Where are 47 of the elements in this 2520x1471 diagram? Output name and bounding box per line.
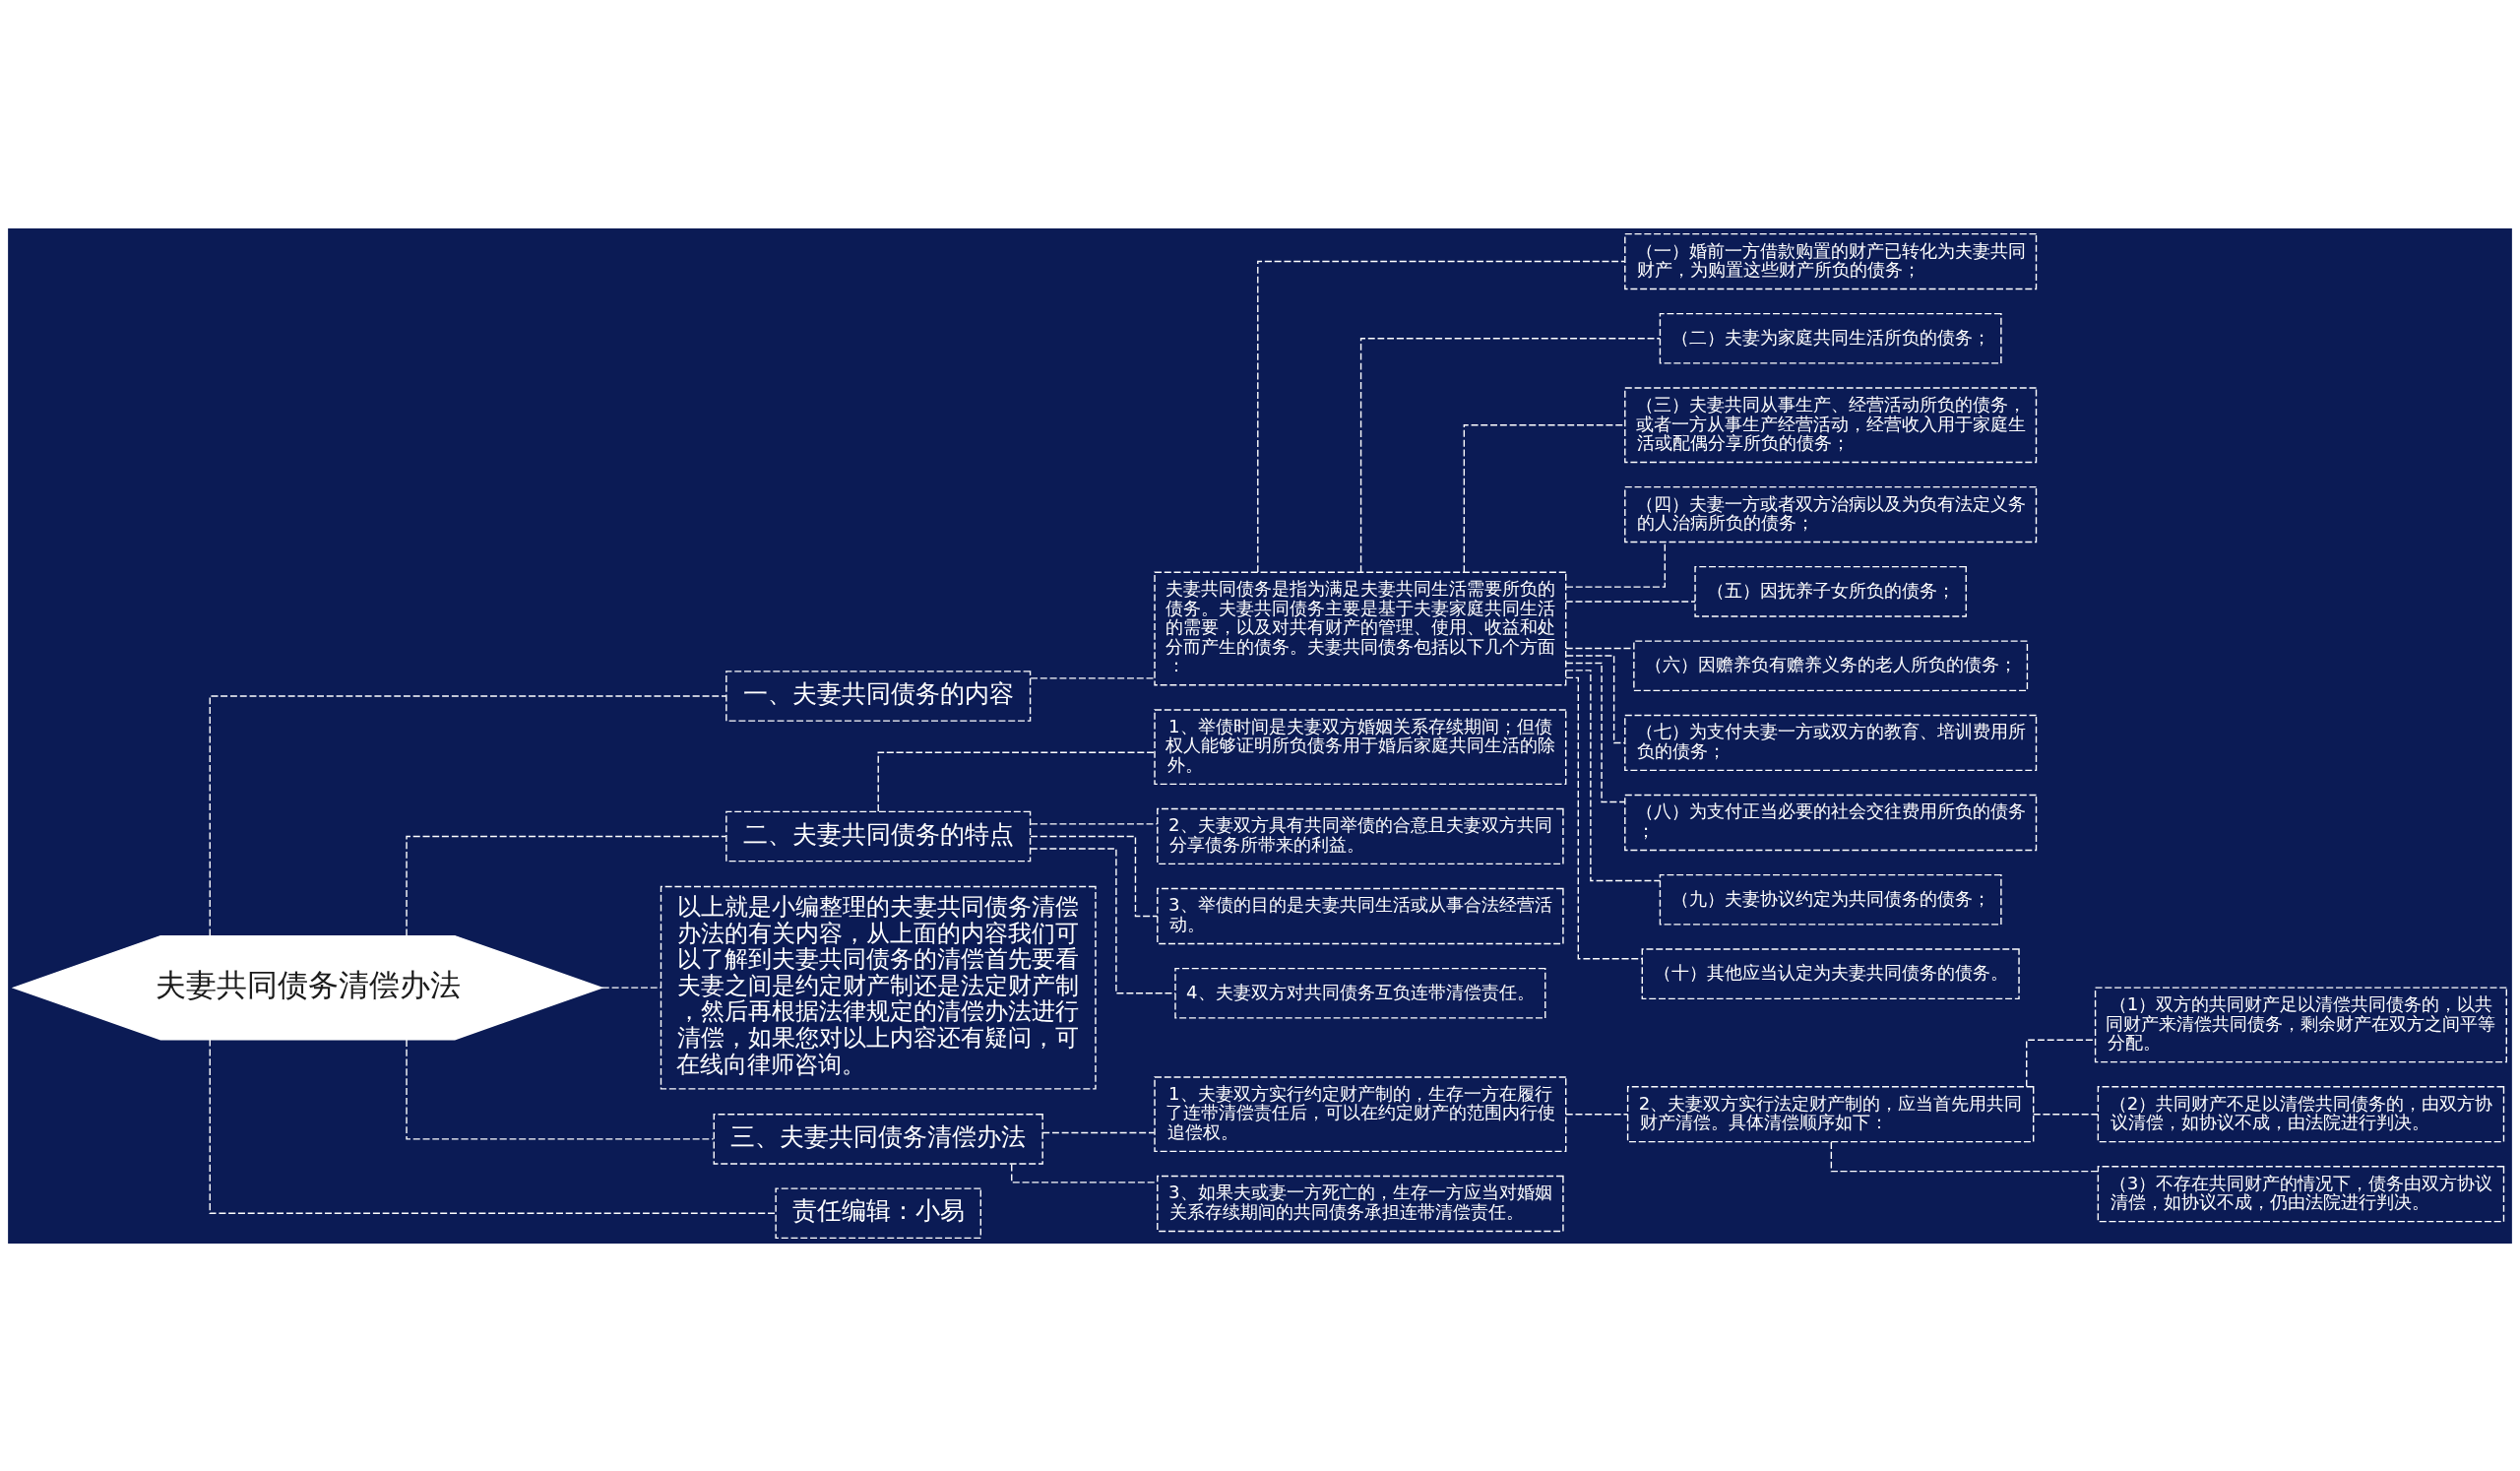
node-box: 夫妻共同债务是指为满足夫妻共同生活需要所负的债务。夫妻共同债务主要是基于夫妻家庭共同生活的需要，以及对共有财产的管理、使用、收益和处分而产生的债务。夫妻共同债务包括以下几个方面：: [1154, 571, 1567, 685]
node-box: （四）夫妻一方或者双方治病以及为负有法定义务的人治病所负的债务；: [1624, 485, 2038, 543]
node-box: （三）夫妻共同从事生产、经营活动所负的债务，或者一方从事生产经营活动，经营收入用于家庭生活或配偶分享所负的债务；: [1624, 386, 2038, 463]
node-box: 2、夫妻双方实行法定财产制的，应当首先用共同财产清偿。具体清偿顺序如下：: [1626, 1085, 2035, 1142]
connector: [1029, 847, 1176, 993]
node-box: （九）夫妻协议约定为共同债务的债务；: [1659, 873, 2002, 926]
node-box: 2、夫妻双方具有共同举债的合意且夫妻双方共同分享债务所带来的利益。: [1157, 807, 1564, 864]
connector: [1030, 835, 1159, 917]
node-box: 三、夫妻共同债务清偿办法: [713, 1113, 1043, 1165]
node-box: （1）双方的共同财产足以清偿共同债务的，以共同财产来清偿共同债务，剩余财产在双方之间平等分配。: [2094, 986, 2507, 1062]
node-box: （一）婚前一方借款购置的财产已转化为夫妻共同财产，为购置这些财产所负的债务；: [1624, 232, 2038, 289]
node-box: 一、夫妻共同债务的内容: [725, 670, 1032, 722]
node-box: （2）共同财产不足以清偿共同债务的，由双方协议清偿，如协议不成，由法院进行判决。: [2097, 1085, 2505, 1142]
connector: [1565, 654, 1625, 743]
connector: [2033, 1113, 2099, 1115]
connector: [1030, 822, 1159, 825]
connector: [209, 694, 727, 936]
node-box: 3、如果夫或妻一方死亡的，生存一方应当对婚姻关系存续期间的共同债务承担连带清偿责任。: [1157, 1175, 1564, 1232]
connector: [601, 986, 662, 989]
connector: [1565, 1113, 1629, 1115]
node-box: （八）为支付正当必要的社会交往费用所负的债务；: [1624, 794, 2038, 851]
connector: [406, 1038, 715, 1140]
node-box: 4、夫妻双方对共同债务互负连带清偿责任。: [1174, 967, 1546, 1019]
connector: [1565, 662, 1626, 802]
connector: [1565, 600, 1696, 603]
node-box: （七）为支付夫妻一方或双方的教育、培训费用所负的债务；: [1624, 714, 2038, 771]
node-box: （十）其他应当认定为夫妻共同债务的债务。: [1641, 947, 2020, 999]
connector: [209, 1038, 777, 1214]
connector: [1565, 647, 1635, 649]
node-box: 3、举债的目的是夫妻共同生活或从事合法经营活动。: [1157, 887, 1564, 944]
node-box: （二）夫妻为家庭共同生活所负的债务；: [1659, 312, 2002, 364]
connector: [1030, 676, 1156, 679]
connector: [1257, 260, 1626, 573]
node-box: 责任编辑：小易: [775, 1186, 981, 1239]
node-box: 以上就是小编整理的夫妻共同债务清偿办法的有关内容，从上面的内容我们可以了解到夫妻共同债务的清偿首先要看夫妻之间是约定财产制还是法定财产制，然后再根据法律规定的清偿办法进行清偿，如果您对以上内容还有疑问，可在线向律师咨询。: [660, 885, 1097, 1090]
connector: [1565, 676, 1643, 960]
node-box: 二、夫妻共同债务的特点: [725, 810, 1032, 862]
node-box: （五）因抚养子女所负的债务；: [1694, 565, 1967, 617]
node-box: （3）不存在共同财产的情况下，债务由双方协议清偿，如协议不成，仍由法院进行判决。: [2097, 1165, 2505, 1222]
connector: [1359, 337, 1661, 573]
node-box: 1、举债时间是夫妻双方婚姻关系存续期间；但债权人能够证明所负债务用于婚后家庭共同生活的除外。: [1154, 708, 1567, 785]
connector: [1041, 1131, 1156, 1133]
node-box: 1、夫妻双方实行约定财产制的，生存一方在履行了连带清偿责任后，可以在约定财产的范围内行使追偿权。: [1154, 1075, 1567, 1152]
connector: [406, 835, 726, 936]
connector: [1565, 669, 1662, 881]
node-box: （六）因赡养负有赡养义务的老人所负的债务；: [1633, 639, 2029, 691]
connector: [877, 751, 1156, 812]
